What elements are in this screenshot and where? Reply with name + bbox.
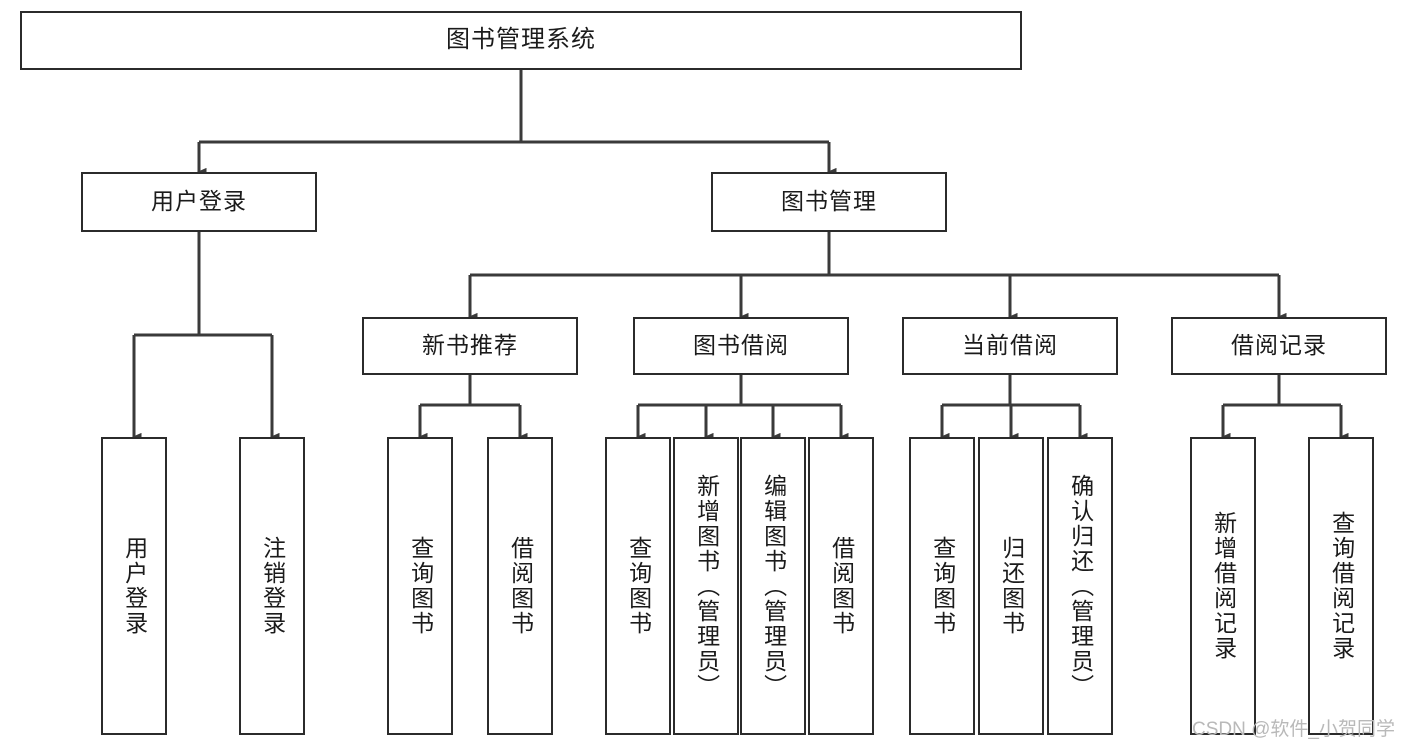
node-leaf-add-record[interactable]: 新增借阅记录 — [1190, 437, 1256, 735]
node-label-user-login: 用户登录 — [151, 188, 247, 215]
node-leaf-query-book-3[interactable]: 查询图书 — [909, 437, 975, 735]
node-leaf-user-login[interactable]: 用户登录 — [101, 437, 167, 735]
node-leaf-add-book[interactable]: 新增图书（管理员） — [673, 437, 739, 735]
node-root[interactable]: 图书管理系统 — [20, 11, 1022, 70]
node-label-leaf-borrow-book-1: 借阅图书 — [507, 536, 534, 636]
node-label-current-borrow: 当前借阅 — [962, 332, 1058, 359]
node-leaf-query-record[interactable]: 查询借阅记录 — [1308, 437, 1374, 735]
node-label-leaf-return-book: 归还图书 — [998, 536, 1025, 636]
node-new-book-rec[interactable]: 新书推荐 — [362, 317, 578, 375]
node-leaf-query-book-2[interactable]: 查询图书 — [605, 437, 671, 735]
node-book-borrow[interactable]: 图书借阅 — [633, 317, 849, 375]
node-label-leaf-borrow-book-2: 借阅图书 — [828, 536, 855, 636]
node-leaf-query-book-1[interactable]: 查询图书 — [387, 437, 453, 735]
node-label-leaf-add-record: 新增借阅记录 — [1210, 511, 1237, 661]
node-leaf-edit-book[interactable]: 编辑图书（管理员） — [740, 437, 806, 735]
node-label-leaf-query-book-3: 查询图书 — [929, 536, 956, 636]
node-label-book-manage: 图书管理 — [781, 188, 877, 215]
node-label-new-book-rec: 新书推荐 — [422, 332, 518, 359]
node-leaf-logout[interactable]: 注销登录 — [239, 437, 305, 735]
node-label-leaf-confirm-return: 确认归还（管理员） — [1067, 473, 1094, 699]
node-label-leaf-user-login: 用户登录 — [121, 536, 148, 636]
node-label-leaf-query-record: 查询借阅记录 — [1328, 511, 1355, 661]
node-label-borrow-record: 借阅记录 — [1231, 332, 1327, 359]
node-label-root: 图书管理系统 — [446, 26, 596, 54]
node-label-leaf-query-book-2: 查询图书 — [625, 536, 652, 636]
node-label-leaf-query-book-1: 查询图书 — [407, 536, 434, 636]
node-leaf-confirm-return[interactable]: 确认归还（管理员） — [1047, 437, 1113, 735]
node-borrow-record[interactable]: 借阅记录 — [1171, 317, 1387, 375]
node-leaf-borrow-book-2[interactable]: 借阅图书 — [808, 437, 874, 735]
node-label-book-borrow: 图书借阅 — [693, 332, 789, 359]
node-user-login[interactable]: 用户登录 — [81, 172, 317, 232]
node-book-manage[interactable]: 图书管理 — [711, 172, 947, 232]
node-leaf-borrow-book-1[interactable]: 借阅图书 — [487, 437, 553, 735]
node-current-borrow[interactable]: 当前借阅 — [902, 317, 1118, 375]
node-label-leaf-add-book: 新增图书（管理员） — [693, 473, 720, 699]
node-label-leaf-logout: 注销登录 — [259, 536, 286, 636]
node-leaf-return-book[interactable]: 归还图书 — [978, 437, 1044, 735]
node-label-leaf-edit-book: 编辑图书（管理员） — [760, 473, 787, 699]
